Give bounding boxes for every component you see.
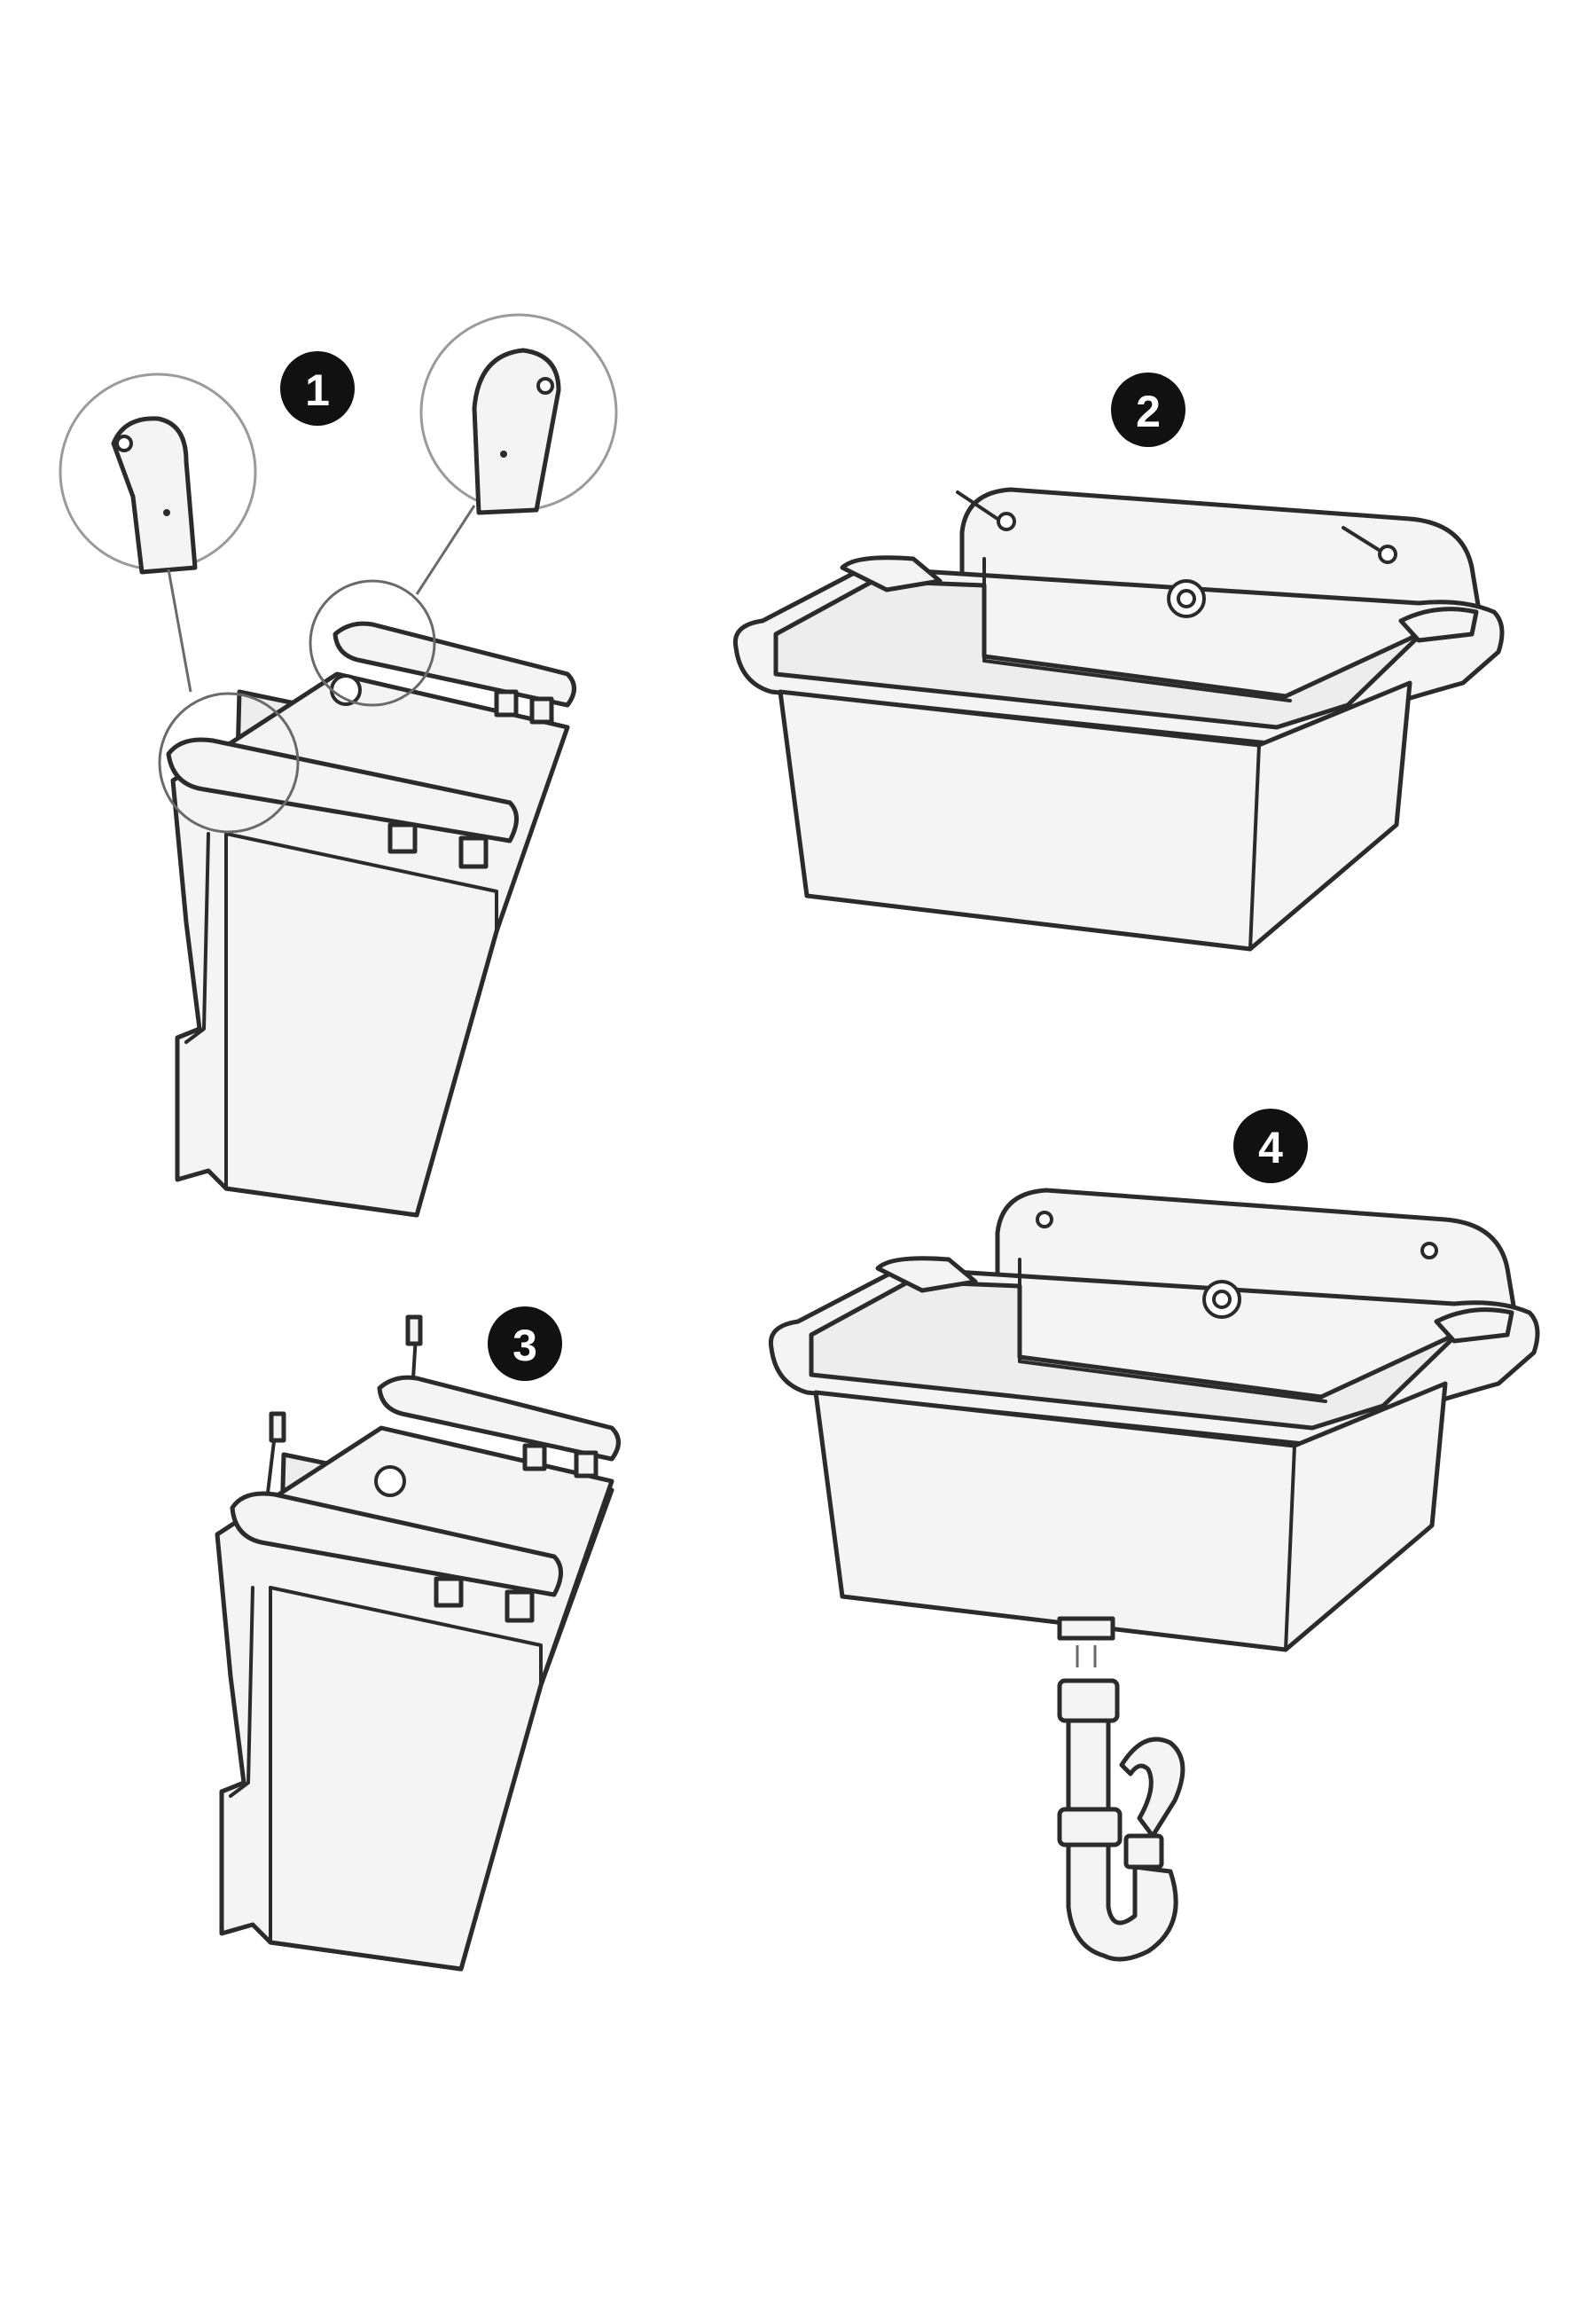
- step-3-illustration: [215, 1314, 621, 1972]
- zoom-detail-right: [415, 313, 618, 595]
- step-1-illustration: [59, 313, 618, 1218]
- step-4-badge: 4: [1233, 1109, 1308, 1183]
- step-1-number: 1: [305, 365, 330, 415]
- screw-left: [956, 490, 1016, 531]
- screw-right: [1342, 526, 1397, 564]
- zoom-detail-left: [59, 373, 257, 693]
- step-2-badge: 2: [1111, 373, 1185, 447]
- step-3-badge: 3: [488, 1306, 562, 1381]
- step-2-illustration: [732, 487, 1505, 952]
- step-1-badge: 1: [280, 351, 355, 426]
- siphon-drain: [1057, 1645, 1185, 1962]
- step-4-number: 4: [1258, 1123, 1283, 1173]
- step-3-number: 3: [512, 1321, 537, 1370]
- step-2-number: 2: [1136, 387, 1161, 436]
- step-4-illustration: [768, 1188, 1540, 1962]
